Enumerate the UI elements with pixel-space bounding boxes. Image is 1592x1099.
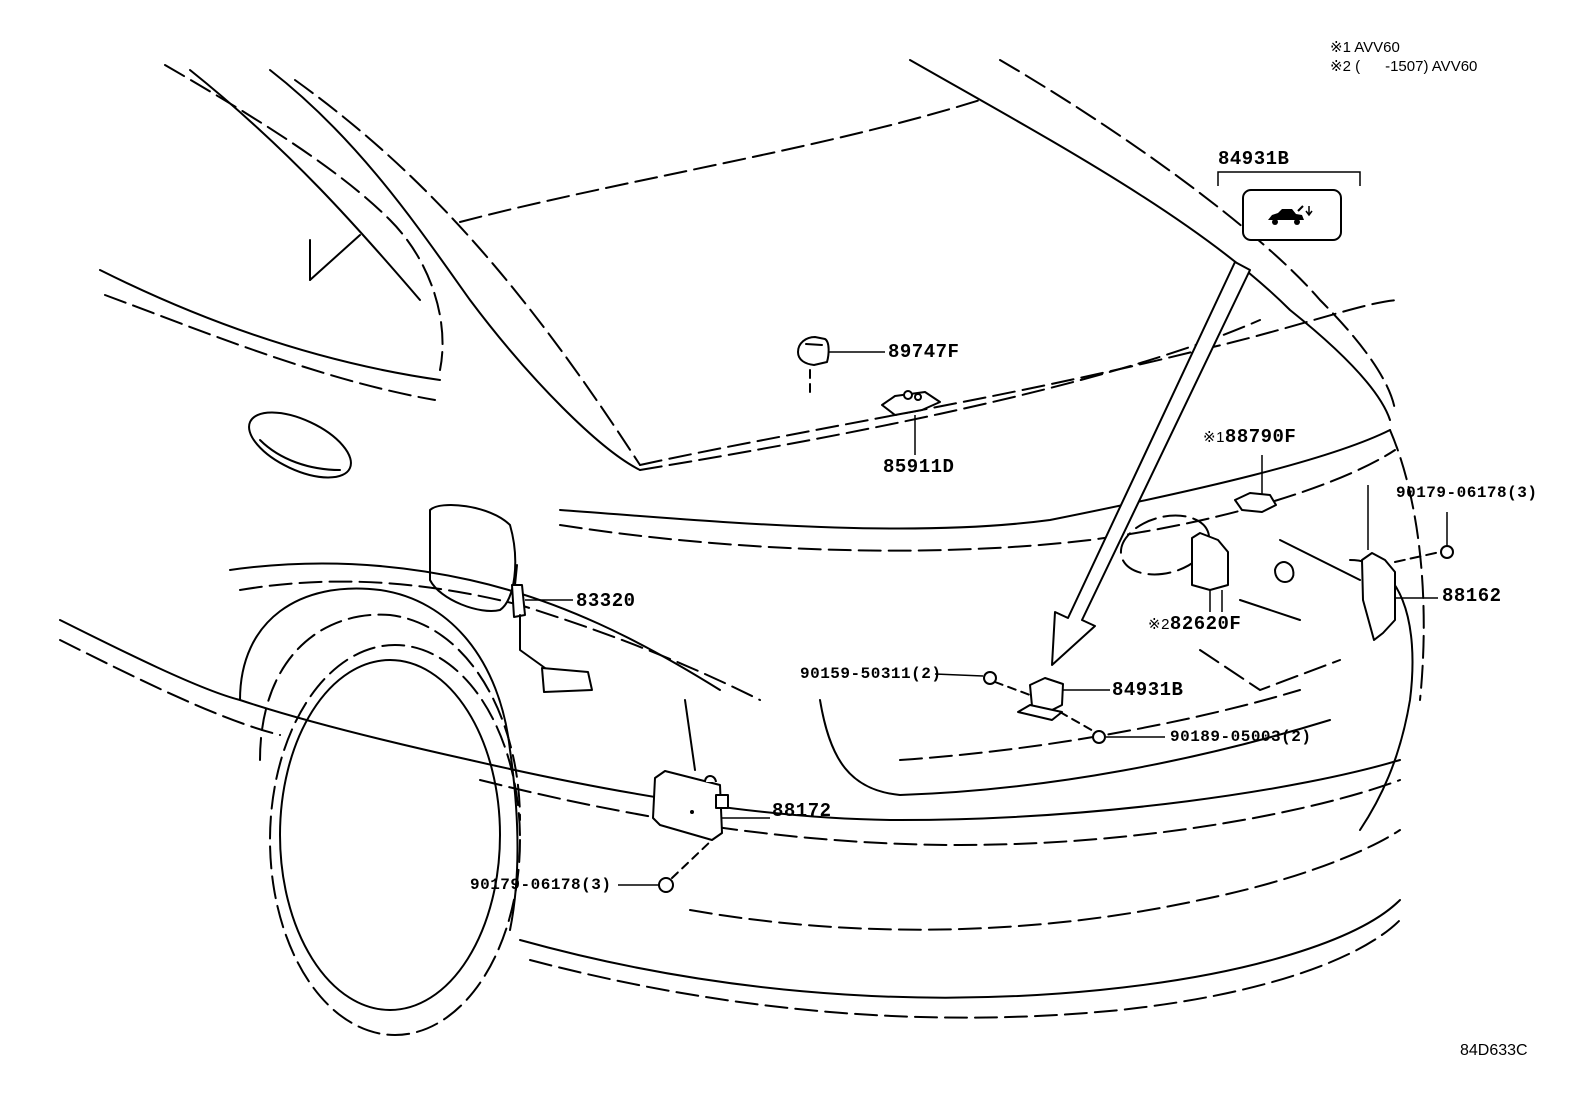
note-2-marker: ※2	[1330, 58, 1351, 75]
label-90179-left-number: 90179-06178	[470, 876, 582, 894]
label-84931B[interactable]: 84931B	[1112, 679, 1184, 701]
label-83320[interactable]: 83320	[576, 590, 636, 612]
label-90189-05003[interactable]: 90189-05003(2)	[1170, 729, 1311, 745]
label-82620F-number: 82620F	[1169, 613, 1242, 635]
note-2: ※2 ( -1507) AVV60	[1330, 57, 1477, 76]
part-83320	[511, 564, 593, 693]
part-84931B	[934, 671, 1165, 744]
label-88162[interactable]: 88162	[1442, 585, 1502, 607]
label-82620F[interactable]: ※282620F	[1148, 615, 1241, 634]
label-90159-qty: (2)	[911, 665, 942, 683]
label-89747F[interactable]: 89747F	[888, 341, 960, 363]
illustration-code: 84D633C	[1460, 1042, 1528, 1059]
part-89747F	[797, 336, 885, 396]
note-1: ※1 AVV60	[1330, 38, 1400, 57]
part-88162	[1361, 485, 1454, 641]
marker-88790F: ※1	[1203, 429, 1225, 446]
part-85911D	[881, 390, 941, 455]
pointer-arrow	[1051, 261, 1251, 666]
part-82620F	[1191, 532, 1229, 612]
label-88790F-number: 88790F	[1224, 426, 1297, 448]
label-90159-50311[interactable]: 90159-50311(2)	[800, 666, 941, 682]
label-84931B-box[interactable]: 84931B	[1218, 148, 1290, 170]
label-90189-number: 90189-05003	[1170, 728, 1282, 746]
marker-82620F: ※2	[1148, 616, 1170, 633]
callout-bracket	[1217, 171, 1361, 186]
label-90159-number: 90159-50311	[800, 665, 912, 683]
label-88790F[interactable]: ※188790F	[1203, 428, 1296, 447]
trunk-opener-switch-icon	[1268, 205, 1313, 225]
label-90179-left-qty: (3)	[581, 876, 612, 894]
label-88172[interactable]: 88172	[772, 800, 832, 822]
part-88172	[618, 699, 770, 893]
label-90179-06178-right[interactable]: 90179-06178(3)	[1396, 485, 1537, 501]
label-85911D[interactable]: 85911D	[883, 456, 955, 478]
part-88790F	[1234, 455, 1277, 513]
label-90179-right-number: 90179-06178	[1396, 484, 1508, 502]
label-90189-qty: (2)	[1281, 728, 1312, 746]
note-1-marker: ※1	[1330, 39, 1351, 56]
note-1-text: AVV60	[1354, 39, 1400, 56]
body-outline	[59, 59, 1425, 1036]
label-90179-right-qty: (3)	[1507, 484, 1538, 502]
note-2-text: ( -1507) AVV60	[1355, 58, 1478, 75]
label-90179-06178-left[interactable]: 90179-06178(3)	[470, 877, 611, 893]
